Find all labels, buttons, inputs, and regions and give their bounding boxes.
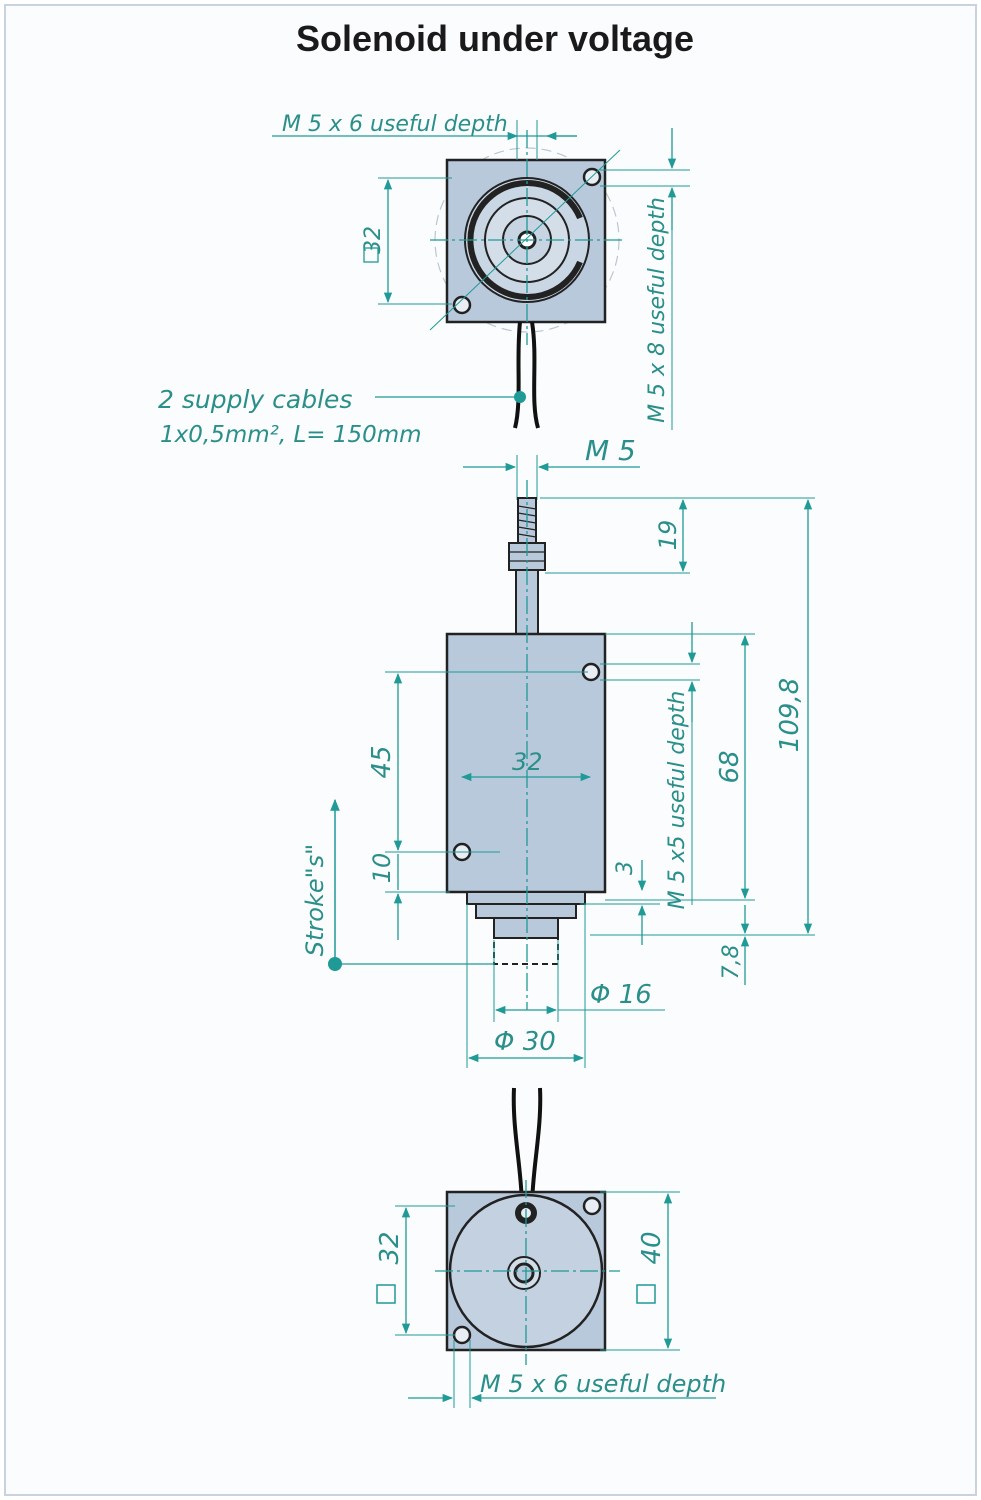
top-side-thread-label: M 5 x 8 useful depth: [645, 197, 670, 423]
dim-3: 3: [613, 861, 638, 875]
bottom-mount-hole-1: [582, 1196, 602, 1216]
dia-16-label: Φ 16: [590, 980, 652, 1010]
square-symbol: [363, 247, 379, 263]
bottom-cable-2: [530, 1087, 543, 1209]
dim-68: 68: [715, 750, 745, 783]
plunger-thread-label: M 5: [585, 434, 636, 467]
bottom-cable-1: [511, 1087, 524, 1209]
bottom-square-40: 40: [637, 1231, 667, 1264]
plunger-stroke-outline: [493, 937, 559, 965]
bottom-view: 32 40 M 5 x 6 useful depth: [375, 1087, 726, 1408]
top-cable-2: [530, 321, 540, 429]
bottom-mount-hole-2: [452, 1325, 472, 1345]
top-view: M 5 x 6 useful depth 32 M 5 x 8 useful d…: [158, 112, 690, 448]
solenoid-body: [445, 632, 607, 894]
dim-32-side: 32: [512, 748, 543, 776]
dim-19: 19: [654, 520, 682, 551]
drawing-title: Solenoid under voltage: [295, 18, 695, 59]
cable-label-line1: 2 supply cables: [158, 385, 352, 414]
side-thread-label: M 5 x5 useful depth: [665, 691, 690, 910]
plunger-bottom: [493, 917, 559, 939]
stroke-label: Stroke"s": [301, 844, 329, 956]
top-square-label: 32: [361, 226, 386, 254]
top-cable-1: [513, 321, 522, 429]
dim-7-8: 7,8: [719, 945, 744, 980]
bottom-thread-label: M 5 x 6 useful depth: [480, 1370, 726, 1398]
dim-45: 45: [367, 745, 397, 778]
top-thread-label: M 5 x 6 useful depth: [282, 112, 508, 137]
cable-label-line2: 1x0,5mm², L= 150mm: [160, 422, 422, 448]
bottom-square-32: 32: [375, 1231, 405, 1264]
dim-109-8: 109,8: [775, 678, 805, 752]
side-view: M 5 19 109,8 68: [301, 434, 815, 1068]
dim-10: 10: [368, 853, 396, 884]
bottom-plunger: [513, 1262, 535, 1284]
top-mount-hole-2: [452, 295, 472, 315]
dia-30-label: Φ 30: [494, 1027, 556, 1057]
collar-1: [466, 891, 586, 905]
collar-2: [475, 903, 577, 919]
